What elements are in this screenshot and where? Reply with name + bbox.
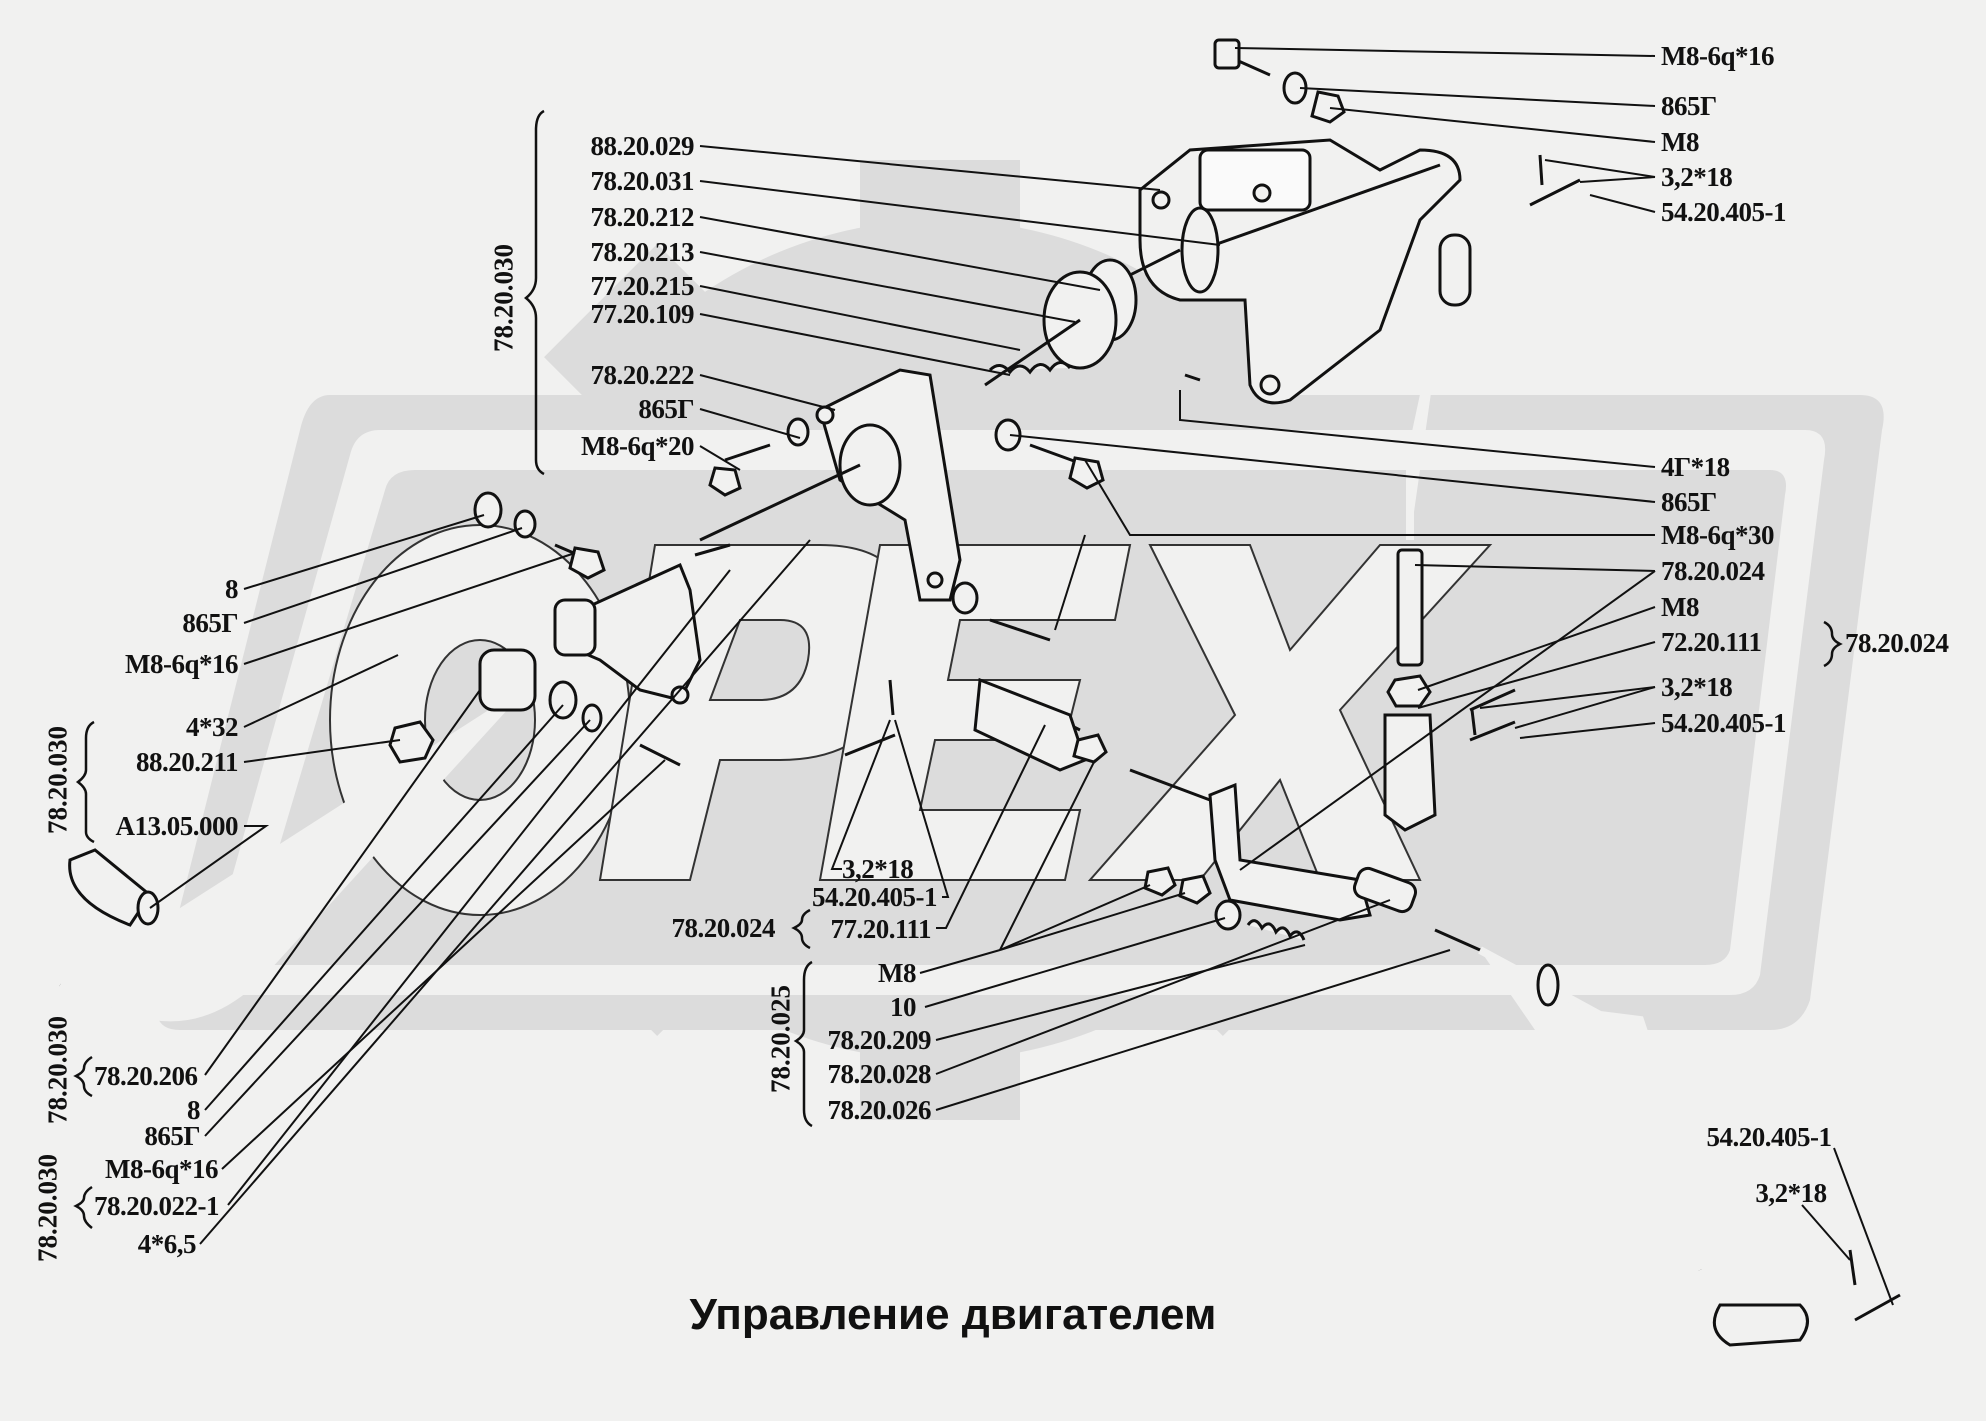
group-label-left-assembly-2: 78.20.030 <box>42 1016 73 1124</box>
housing-88-20-029 <box>1138 138 1462 405</box>
part-label: 54.20.405-1 <box>812 882 938 912</box>
diagram-title: Управление двигателем <box>689 1290 1217 1339</box>
pedal-rod-right <box>1434 688 1901 1347</box>
part-label: 78.20.206 <box>94 1061 198 1091</box>
leader-lines <box>149 47 1894 1306</box>
part-label: 865Г <box>638 394 694 424</box>
part-label: 77.20.215 <box>590 271 695 301</box>
center-pin-parts <box>844 679 896 757</box>
part-label: 865Г <box>1661 91 1717 121</box>
part-label: 78.20.031 <box>590 166 695 196</box>
part-label: 78.20.022-1 <box>94 1191 220 1221</box>
part-label: 10 <box>890 992 917 1022</box>
part-label: 3,2*18 <box>1661 672 1733 702</box>
part-label: 78.20.212 <box>590 202 695 232</box>
part-label: 4*6,5 <box>137 1229 197 1259</box>
lever-78-20-025 <box>973 677 1418 941</box>
part-label: 78.20.024 <box>1661 556 1765 586</box>
part-label: M8 <box>1661 127 1699 157</box>
part-label: M8 <box>878 958 916 988</box>
braces <box>73 109 1843 1229</box>
part-label: 88.20.211 <box>135 747 239 777</box>
part-label: 54.20.405-1 <box>1706 1122 1833 1152</box>
part-label: 3,2*18 <box>842 854 914 884</box>
part-label: 78.20.026 <box>827 1095 932 1125</box>
part-label: 865Г <box>1661 487 1717 517</box>
part-label: M8-6q*16 <box>125 649 239 679</box>
part-label: M8-6q*16 <box>1661 41 1775 71</box>
part-label: M8-6q*20 <box>581 431 695 461</box>
small-fasteners <box>473 38 1581 642</box>
group-label-top-assembly: 78.20.030 <box>488 244 519 352</box>
group-label-spring-assembly: 78.20.025 <box>765 985 796 1093</box>
part-label: 77.20.109 <box>590 299 695 329</box>
group-label-right-bracket: 78.20.024 <box>1845 628 1949 658</box>
part-label: 54.20.405-1 <box>1661 708 1787 738</box>
shaft-assembly <box>984 206 1220 387</box>
part-label: 865Г <box>144 1121 200 1151</box>
lever-78-20-206 <box>58 648 681 1022</box>
part-label: A13.05.000 <box>115 811 239 841</box>
group-label-left-assembly-3: 78.20.030 <box>32 1154 63 1262</box>
part-label: M8-6q*16 <box>105 1154 219 1184</box>
part-label: 77.20.111 <box>830 914 931 944</box>
part-label: 78.20.028 <box>827 1059 932 1089</box>
part-label: 88.20.029 <box>590 131 695 161</box>
part-label: 78.20.209 <box>827 1025 932 1055</box>
rod-78-20-024 <box>1383 233 1472 832</box>
part-label: 3,2*18 <box>1755 1178 1827 1208</box>
part-label: M8 <box>1661 592 1699 622</box>
part-label: 8 <box>225 574 239 604</box>
part-label: 4Г*18 <box>1661 452 1730 482</box>
part-label: 72.20.111 <box>1661 627 1762 657</box>
bracket-78-20-222 <box>699 368 962 602</box>
part-label: 78.20.222 <box>590 360 695 390</box>
part-label: 865Г <box>182 608 238 638</box>
part-label: 8 <box>187 1095 201 1125</box>
fork-assembly-left <box>553 543 731 705</box>
part-label: 54.20.405-1 <box>1661 197 1787 227</box>
part-label: 78.20.213 <box>590 237 695 267</box>
part-label: 4*32 <box>186 712 239 742</box>
part-label: M8-6q*30 <box>1661 520 1775 550</box>
part-label: 3,2*18 <box>1661 162 1733 192</box>
group-label-center-bracket: 78.20.024 <box>671 913 776 943</box>
group-label-left-assembly-1: 78.20.030 <box>42 726 73 834</box>
